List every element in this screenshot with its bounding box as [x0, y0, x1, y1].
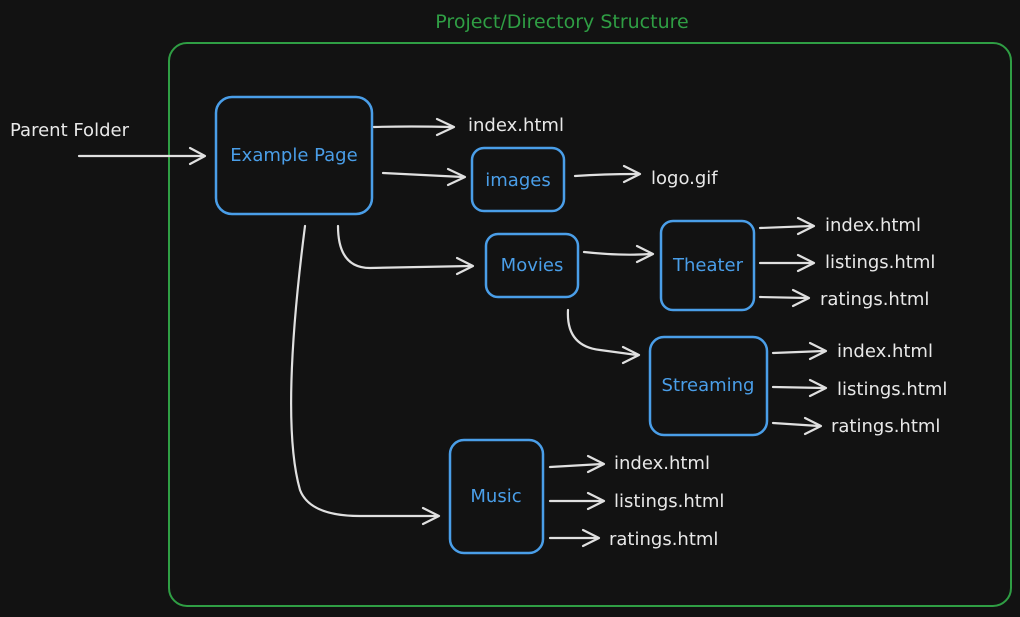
file-streaming-listings: listings.html	[837, 379, 947, 400]
file-root-index: index.html	[468, 115, 564, 136]
file-music-index: index.html	[614, 453, 710, 474]
file-theater-index: index.html	[825, 215, 921, 236]
arrow-images-to-logo	[573, 164, 642, 184]
file-streaming-index: index.html	[837, 341, 933, 362]
arrow-parent-to-example	[77, 146, 207, 166]
file-streaming-ratings: ratings.html	[831, 416, 940, 437]
folder-label-music: Music	[470, 486, 521, 507]
folder-label-theater: Theater	[672, 255, 744, 276]
project-container	[168, 42, 1012, 607]
arrow-theater-to-listings	[758, 253, 816, 273]
file-music-ratings: ratings.html	[609, 529, 718, 550]
file-theater-ratings: ratings.html	[820, 289, 929, 310]
folder-box-music	[448, 438, 545, 555]
arrow-movies-to-streaming	[566, 308, 641, 365]
folder-box-streaming	[648, 335, 769, 437]
file-music-listings: listings.html	[614, 491, 724, 512]
arrow-example-to-index	[372, 117, 456, 137]
file-theater-listings: listings.html	[825, 252, 935, 273]
diagram-title: Project/Directory Structure	[435, 11, 688, 33]
arrow-example-to-movies	[336, 224, 475, 276]
arrow-music-to-listings	[548, 491, 606, 511]
arrow-theater-to-index	[758, 216, 816, 236]
arrow-music-to-index	[548, 454, 606, 474]
arrow-example-to-music	[290, 224, 441, 526]
folder-label-streaming: Streaming	[662, 375, 755, 396]
arrow-streaming-to-listings	[771, 378, 828, 398]
folder-box-theater	[659, 219, 756, 312]
parent-folder-label: Parent Folder	[10, 120, 130, 141]
arrow-example-to-images	[381, 167, 467, 187]
arrow-theater-to-ratings	[758, 288, 811, 308]
folder-label-images: images	[485, 170, 550, 191]
arrow-music-to-ratings	[548, 528, 601, 548]
file-logo: logo.gif	[651, 168, 718, 189]
folder-box-images	[470, 146, 566, 213]
arrow-streaming-to-ratings	[771, 416, 823, 436]
folder-label-movies: Movies	[501, 255, 564, 276]
arrow-streaming-to-index	[771, 341, 828, 361]
connector-arrows	[77, 117, 828, 548]
arrow-movies-to-theater	[582, 244, 655, 264]
folder-label-example-page: Example Page	[230, 145, 357, 166]
folder-box-example-page	[214, 95, 374, 216]
folder-box-movies	[484, 232, 580, 299]
